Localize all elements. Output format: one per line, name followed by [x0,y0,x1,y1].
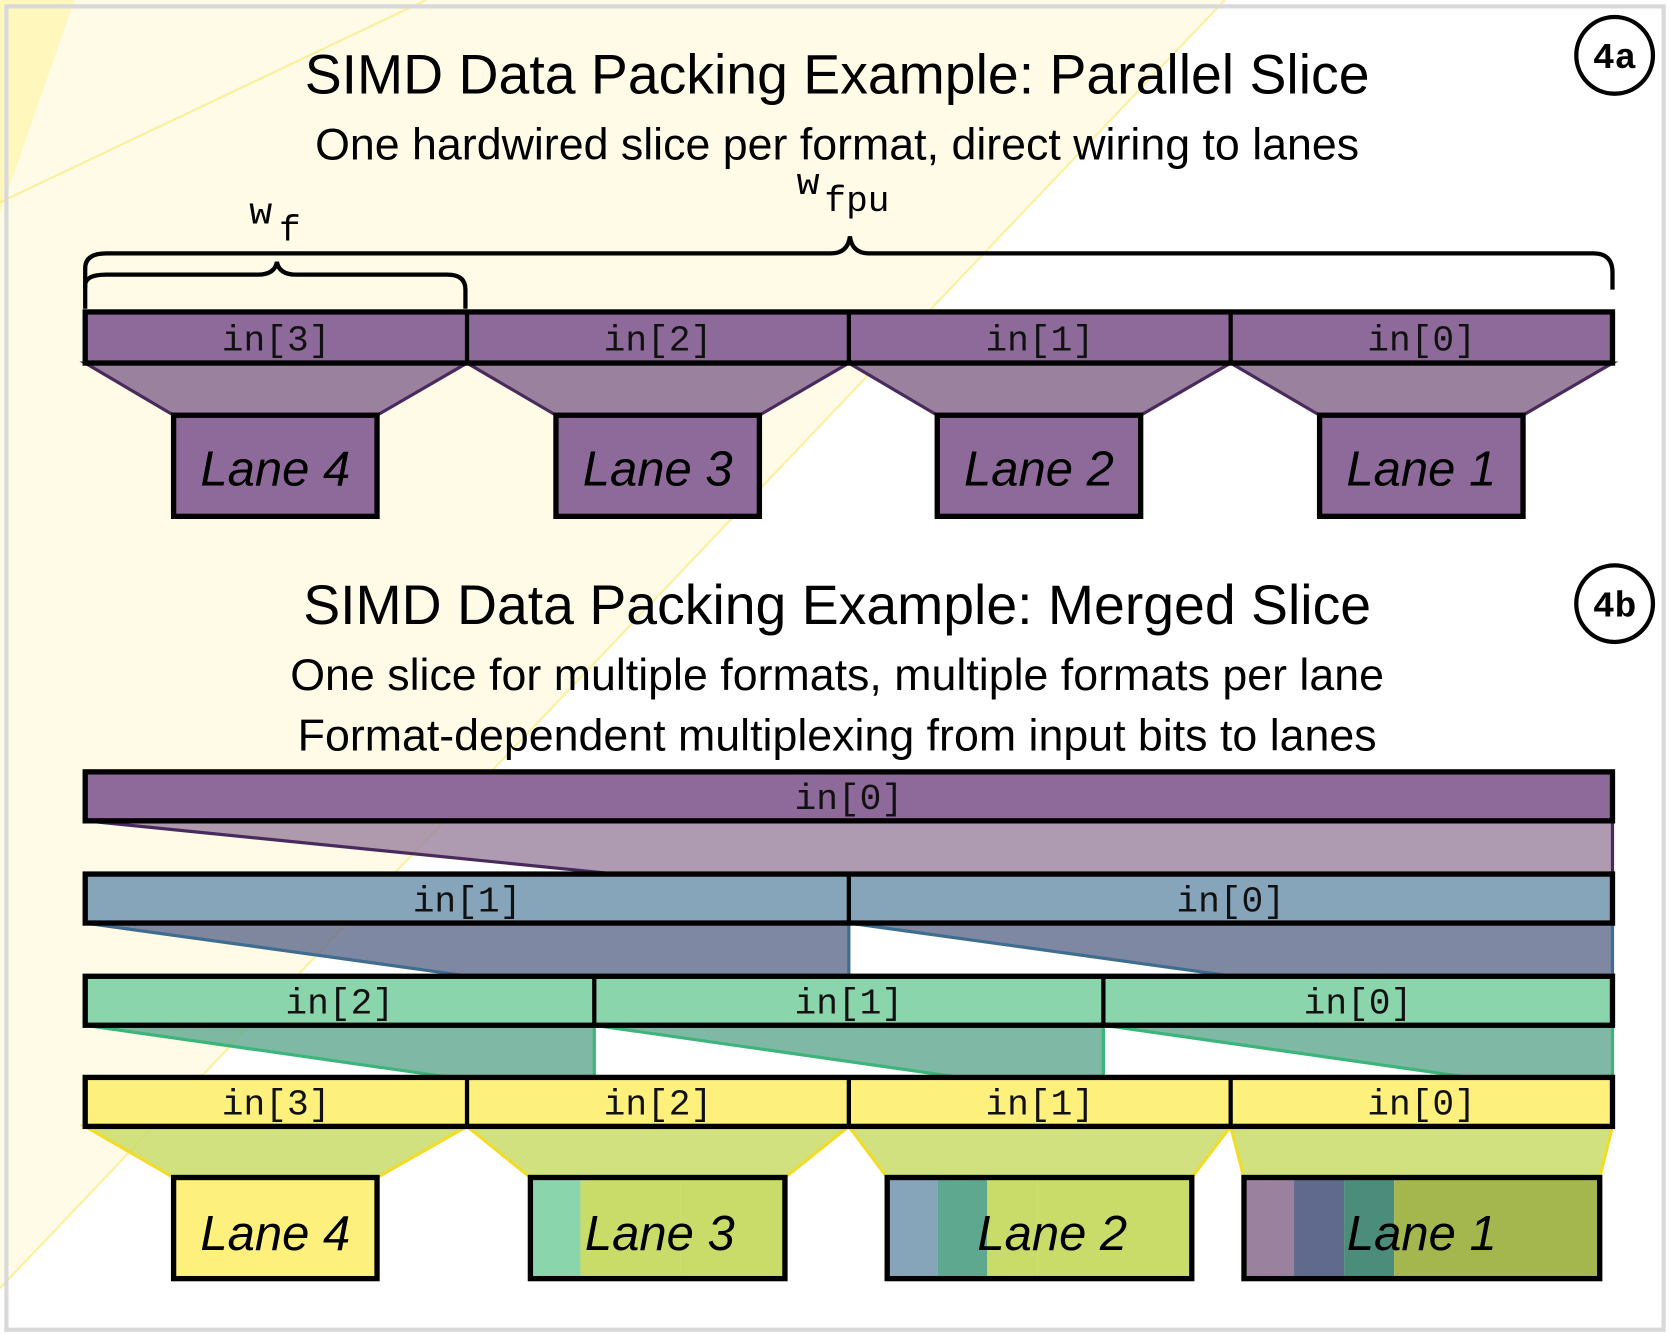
input-register-3x: in[2] in[1] in[0] [82,973,1616,1028]
input-segment-label: in[1] [413,881,522,922]
lane-label: Lane 2 [977,1207,1127,1261]
lane-stripe [173,1177,378,1279]
frame-border [4,4,1666,1332]
input-segment-label: in[2] [604,1085,713,1126]
funnel-wire [845,1124,1234,1180]
wiring-layer [79,819,1615,1180]
lane-label: Lane 1 [1346,442,1496,496]
decorative-wedge-small [0,0,75,213]
lane-stripe [630,1177,681,1279]
badge-label: 4b [1593,586,1636,627]
section-parallel-slice: SIMD Data Packing Example: Parallel Slic… [79,14,1656,520]
input-register-1x: in[0] [82,769,1616,824]
input-register-4x: in[3] in[2] in[1] in[0] [82,1074,1616,1130]
lane-stripe [530,1177,581,1279]
input-segment-label: in[3] [222,1085,331,1126]
lane-stripe [937,1177,988,1279]
lane-box [1316,412,1526,520]
decorative-wedge-edge-2 [0,0,427,204]
lane-box [170,412,380,520]
lane-stripe [887,1177,938,1279]
input-segment-label: in[2] [604,320,713,361]
lane-box [170,1174,380,1282]
brace-fpu-path [83,235,1615,290]
input-segment-label: in[2] [285,984,394,1025]
section-a-subtitle: One hardwired slice per format, direct w… [315,121,1359,170]
lane-box [934,412,1144,520]
brace-f-label: w [249,192,272,236]
badge-4b: 4b [1574,563,1656,645]
lane-label: Lane 4 [200,442,350,496]
lane-stripe [580,1177,631,1279]
brace-fpu-label: w [797,162,820,206]
lane-label: Lane 3 [583,442,733,496]
lane-stripe [1243,1177,1295,1279]
input-register [82,769,1616,824]
input-segment-label: in[0] [1367,1085,1476,1126]
lane-box [527,1174,788,1282]
lane-stripe [987,1177,1038,1279]
badge-4a: 4a [1574,14,1656,96]
lane-label: Lane 4 [200,1207,350,1261]
lane-label: Lane 2 [964,442,1114,496]
input-segment-label: in[3] [222,320,331,361]
badge-circle [1574,563,1656,645]
lane-stripe [680,1177,785,1279]
input-segment-label: in[0] [795,779,904,820]
input-segment-label: in[1] [795,984,904,1025]
badge-circle [1574,14,1656,96]
lane-box [553,412,763,520]
section-merged-slice: SIMD Data Packing Example: Merged Slice … [79,563,1656,1282]
section-b-subtitle-1: One slice for multiple formats, multiple… [290,651,1384,700]
brace-fpu-sub: fpu [824,181,889,222]
lane-stripe [1037,1177,1192,1279]
input-segment-label: in[0] [1176,881,1285,922]
section-a-blocks: in[3] in[2] in[1] in[0] Lane 4 Lane 3 Lane 2 La… [79,309,1619,520]
brace-fpu: w fpu [83,162,1615,290]
lane-label: Lane 1 [1347,1207,1497,1261]
funnel-wire [462,1124,854,1180]
brace-f-sub: f [279,211,301,252]
decorative-wedge-edge [0,0,1226,1289]
lane: Lane 4 [170,1174,380,1282]
funnel-wire [1228,1124,1615,1180]
brace-f: w f [83,192,468,309]
lane: Lane 3 [527,1174,788,1282]
input-register [82,973,1616,1028]
lane: Lane 2 [884,1174,1195,1282]
lane-box [1241,1174,1603,1282]
lane-label: Lane 3 [585,1207,735,1261]
section-b-title: SIMD Data Packing Example: Merged Slice [303,574,1371,636]
lane-stripe [1294,1177,1345,1279]
input-register-2x: in[1] in[0] [82,871,1616,926]
lane-stripe [1394,1177,1600,1279]
input-segment-label: in[0] [1304,984,1413,1025]
lane-box [884,1174,1195,1282]
section-b-subtitle-2: Format-dependent multiplexing from input… [298,712,1377,761]
brace-f-path [83,261,468,309]
input-segment-label: in[0] [1367,320,1476,361]
lane-stripe [1344,1177,1395,1279]
input-segment-label: in[1] [985,1085,1094,1126]
section-a-title: SIMD Data Packing Example: Parallel Slic… [305,44,1370,106]
section-b-blocks: in[0] in[1] in[0] in[2] in[1] in[0] in[3] in[2]… [79,769,1616,1282]
lane: Lane 1 [1241,1174,1603,1282]
badge-label: 4a [1593,38,1636,79]
input-segment-label: in[1] [985,320,1094,361]
